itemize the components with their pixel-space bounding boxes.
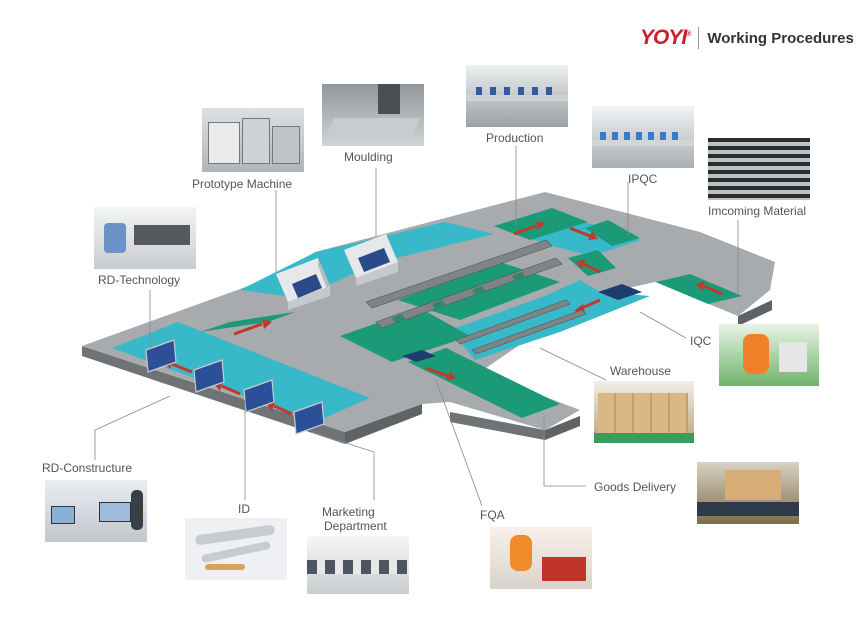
label-prototype-machine: Prototype Machine xyxy=(192,177,293,191)
iqc-table xyxy=(598,284,642,300)
fqa-photo xyxy=(490,527,592,589)
flow-arrows xyxy=(164,221,723,416)
label-goods-delivery: Goods Delivery xyxy=(594,480,677,494)
brand-logo: YOYI® xyxy=(640,26,691,49)
brand-header: YOYI® Working Procedures xyxy=(640,26,854,50)
page-title: Working Procedures xyxy=(707,29,854,47)
iqc-photo xyxy=(719,324,819,386)
label-moulding: Moulding xyxy=(344,150,393,164)
label-incoming-material: Imcoming Material xyxy=(708,204,807,218)
prototype-machine-photo xyxy=(202,108,304,172)
label-iqc: IQC xyxy=(690,334,712,348)
prototype-machine-unit xyxy=(276,258,330,310)
production-stations xyxy=(392,272,526,324)
production-line xyxy=(365,239,587,355)
rd-monitors xyxy=(145,339,325,435)
rd-constructure-photo xyxy=(45,480,147,542)
production-photo xyxy=(466,65,568,127)
label-production: Production xyxy=(486,131,544,145)
goods-delivery-photo xyxy=(697,462,799,524)
label-fqa: FQA xyxy=(480,508,505,522)
incoming-material-photo xyxy=(708,138,810,200)
marketing-department-photo xyxy=(307,536,409,594)
id-photo xyxy=(185,518,287,580)
ipqc-photo xyxy=(592,106,694,168)
label-rd-constructure: RD-Constructure xyxy=(42,461,133,475)
moulding-machine-unit xyxy=(344,234,398,286)
label-warehouse: Warehouse xyxy=(610,364,671,378)
label-marketing-line1: Marketing xyxy=(322,505,375,519)
rd-zone xyxy=(112,322,370,422)
brand-divider xyxy=(698,27,700,49)
fqa-table xyxy=(402,350,436,362)
warehouse-photo xyxy=(594,381,694,443)
label-id: ID xyxy=(238,502,250,516)
label-rd-technology: RD-Technology xyxy=(98,273,181,287)
rd-technology-photo xyxy=(94,207,196,269)
moulding-photo xyxy=(322,84,424,146)
label-ipqc: IPQC xyxy=(628,172,658,186)
leader-lines xyxy=(94,146,739,507)
label-marketing-line2: Department xyxy=(324,519,387,533)
